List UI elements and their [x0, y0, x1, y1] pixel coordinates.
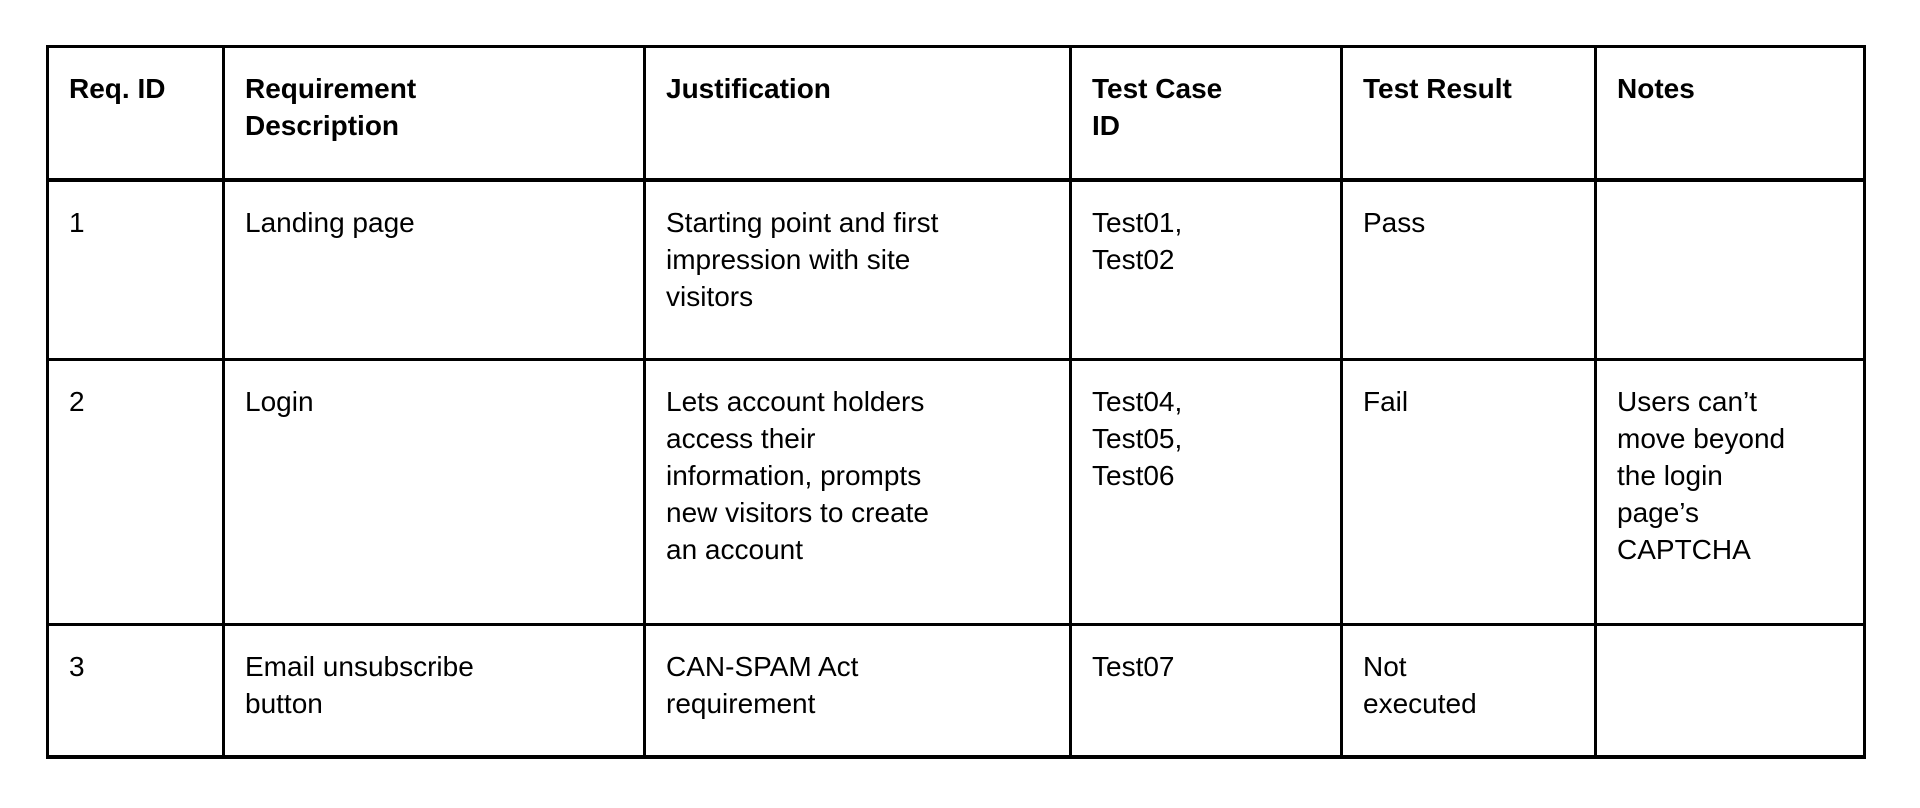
cell-test-result: Not executed	[1340, 623, 1597, 758]
cell-justification: CAN-SPAM Act requirement	[643, 623, 1072, 758]
header-cell-justification: Justification	[643, 45, 1072, 182]
header-cell-requirement: Requirement Description	[222, 45, 646, 182]
cell-justification: Starting point and first impression with…	[643, 178, 1072, 361]
table-row: 1 Landing page Starting point and first …	[46, 178, 1866, 361]
cell-test-result: Fail	[1340, 358, 1597, 626]
cell-test-result: Pass	[1340, 178, 1597, 361]
header-cell-test-case-id: Test Case ID	[1069, 45, 1343, 182]
cell-test-case-id: Test04, Test05, Test06	[1069, 358, 1343, 626]
cell-test-case-id: Test07	[1069, 623, 1343, 758]
table-row: 3 Email unsubscribe button CAN-SPAM Act …	[46, 623, 1866, 758]
cell-justification: Lets account holders access their inform…	[643, 358, 1072, 626]
cell-req-id: 2	[46, 358, 225, 626]
cell-req-id: 3	[46, 623, 225, 758]
cell-requirement: Email unsubscribe button	[222, 623, 646, 758]
header-cell-test-result: Test Result	[1340, 45, 1597, 182]
cell-req-id: 1	[46, 178, 225, 361]
cell-requirement: Landing page	[222, 178, 646, 361]
header-cell-req-id: Req. ID	[46, 45, 225, 182]
requirements-traceability-table: Req. ID Requirement Description Justific…	[46, 45, 1866, 759]
cell-notes	[1594, 623, 1866, 758]
cell-test-case-id: Test01, Test02	[1069, 178, 1343, 361]
cell-requirement: Login	[222, 358, 646, 626]
table-row: 2 Login Lets account holders access thei…	[46, 358, 1866, 626]
header-cell-notes: Notes	[1594, 45, 1866, 182]
cell-notes: Users can’t move beyond the login page’s…	[1594, 358, 1866, 626]
table-header-row: Req. ID Requirement Description Justific…	[46, 45, 1866, 182]
cell-notes	[1594, 178, 1866, 361]
